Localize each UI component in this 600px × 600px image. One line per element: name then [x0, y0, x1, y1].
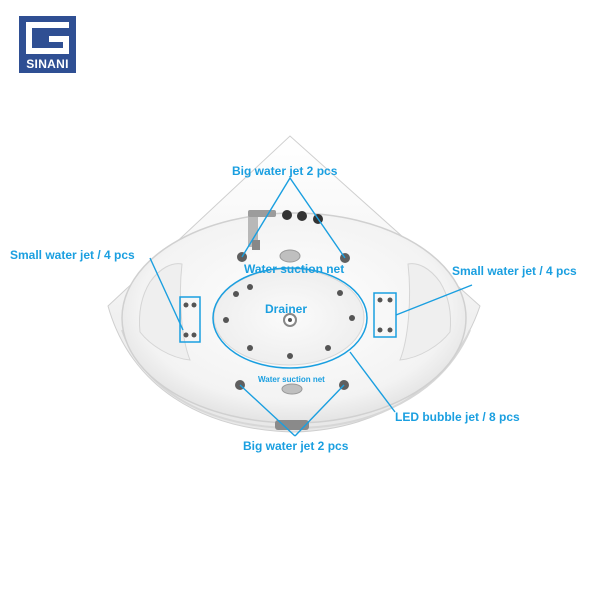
- sinani-logo: SINANI: [19, 16, 76, 73]
- water-suction-net-bottom: [281, 383, 303, 395]
- led-bubble-jet: [223, 317, 229, 323]
- logo-text: SINANI: [26, 57, 69, 71]
- big-water-jet-bottom-label: Big water jet 2 pcs: [243, 439, 349, 453]
- left-seat-ledge: [139, 263, 191, 361]
- drainer-label: Drainer: [265, 302, 308, 316]
- control-knob: [297, 211, 307, 221]
- logo-mark-icon: [26, 22, 69, 54]
- led-bubble-jet: [233, 291, 239, 297]
- led-bubble-jet: [287, 353, 293, 359]
- small-water-jet-left-label: Small water jet / 4 pcs: [10, 248, 135, 262]
- leader-lines: [149, 177, 473, 437]
- led-bubble-jet: [337, 290, 343, 296]
- control-panel: [275, 420, 309, 430]
- small-jet-box-right: [373, 292, 397, 338]
- water-suction-net-top: [279, 249, 301, 263]
- right-seat-ledge: [399, 263, 451, 361]
- small-jet-box-left: [179, 296, 201, 343]
- led-bubble-jet: [325, 345, 331, 351]
- led-bubble-jet: [349, 315, 355, 321]
- small-water-jet-right-label: Small water jet / 4 pcs: [452, 264, 577, 278]
- control-knob: [282, 210, 292, 220]
- led-bubble-jet-zone: [212, 267, 368, 369]
- led-bubble-jet: [247, 284, 253, 290]
- water-suction-net-bottom-label: Water suction net: [258, 375, 325, 384]
- led-bubble-jet: [247, 345, 253, 351]
- water-suction-net-top-label: Water suction net: [244, 262, 345, 276]
- big-water-jet-top-label: Big water jet 2 pcs: [232, 164, 338, 178]
- led-bubble-jet-label: LED bubble jet / 8 pcs: [395, 410, 520, 424]
